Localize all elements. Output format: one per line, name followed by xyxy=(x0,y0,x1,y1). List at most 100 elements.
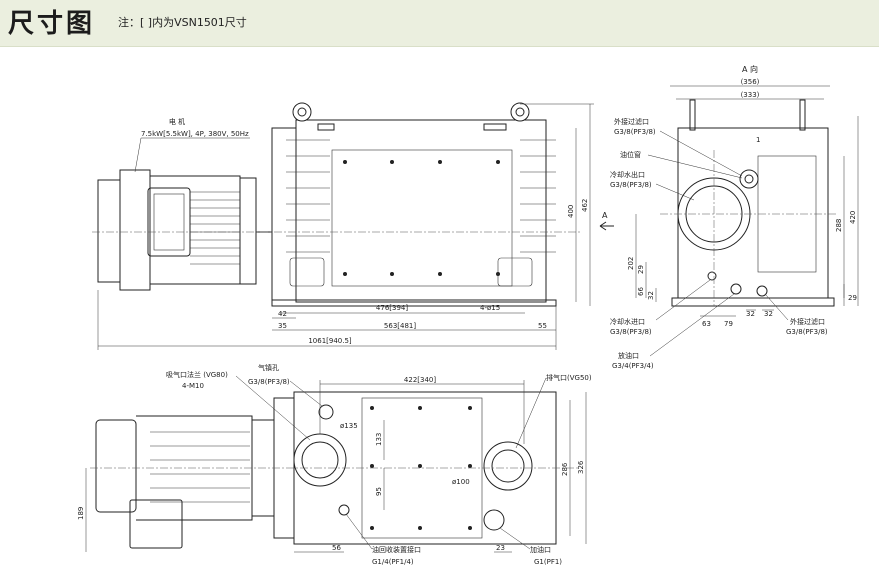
top-cover-bolts xyxy=(370,406,472,530)
oil-level-window xyxy=(739,169,759,189)
drain-leader xyxy=(649,293,735,357)
drain-label: 放油口 xyxy=(618,351,639,360)
pump-base xyxy=(271,299,557,307)
top-motor-fan-cover xyxy=(95,419,137,513)
terminal-box xyxy=(147,187,191,257)
pump-end-cover xyxy=(271,127,297,301)
exhaust-flange xyxy=(483,441,533,491)
cover-bolts xyxy=(343,160,500,276)
left-lifting-eye-hole xyxy=(297,107,307,117)
dim-333: (333) xyxy=(741,91,760,99)
dim-29b: 29 xyxy=(848,294,857,302)
oil-fill-cap xyxy=(483,509,505,531)
dimension-note: 注：[ ]内为VSN1501尺寸 xyxy=(118,16,247,29)
side-view-title: A 向 xyxy=(742,64,758,74)
dim-288: 288 xyxy=(835,219,843,232)
oil-return-port xyxy=(338,504,350,516)
ballast-spec: G3/8(PF3/8) xyxy=(248,378,290,386)
motor-label: 电 机 xyxy=(169,117,185,126)
right-lifting-eye xyxy=(510,102,530,122)
dim-32c: 32 xyxy=(764,310,773,318)
cool-in-label: 冷却水进口 xyxy=(610,317,645,326)
dim-462: 462 xyxy=(581,199,589,212)
right-inspection-window xyxy=(497,257,533,287)
pump-body xyxy=(295,119,547,303)
top-motor-fins xyxy=(150,431,250,503)
dim-63: 63 xyxy=(702,320,711,328)
top-fitting-right xyxy=(483,123,507,131)
dim-1061: 1061[940.5] xyxy=(308,337,352,345)
oil-fill-spec: G1(PF1) xyxy=(534,558,562,566)
dim-42: 42 xyxy=(278,310,287,318)
dim-79: 79 xyxy=(724,320,733,328)
intake-flange-label: 吸气口法兰 (VG80) xyxy=(166,370,228,379)
dim-55: 55 xyxy=(538,322,547,330)
left-inspection-window xyxy=(289,257,325,287)
dim-420: 420 xyxy=(849,211,857,224)
top-fitting-left xyxy=(317,123,335,131)
top-terminal-box xyxy=(129,499,183,549)
dim-35: 35 xyxy=(278,322,287,330)
dim-133: 133 xyxy=(375,433,383,446)
dim-23: 23 xyxy=(496,544,505,552)
ballast-leader xyxy=(289,380,323,407)
motor-fins xyxy=(190,191,240,265)
ballast-label: 气镇孔 xyxy=(258,363,279,372)
dim-32a: 32 xyxy=(647,291,655,300)
motor-end-shield xyxy=(119,169,151,291)
front-view: 476[394] 4-ø15 42 35 563[481] 55 1061[94… xyxy=(92,102,614,350)
dim-356: (356) xyxy=(741,78,760,86)
cooling-inlet-port xyxy=(707,271,717,281)
dim-476: 476[394] xyxy=(376,304,408,312)
side-base xyxy=(671,297,835,307)
motor-fan-cover xyxy=(97,179,121,283)
dim-29a: 29 xyxy=(637,265,645,274)
motor-flange xyxy=(239,177,257,285)
right-lifting-eye-hole xyxy=(515,107,525,117)
oil-window-label: 油位窗 xyxy=(620,150,641,159)
side-lifting-rod-left xyxy=(689,99,696,131)
side-cover-plate xyxy=(331,149,513,287)
dim-95: 95 xyxy=(375,487,383,496)
dim-66: 66 xyxy=(637,287,645,296)
side-lifting-rod-right xyxy=(799,99,806,131)
dim-100: ø100 xyxy=(452,478,470,486)
dim-563: 563[481] xyxy=(384,322,416,330)
filter-outlet-label: 外接过滤口 xyxy=(614,117,649,126)
motor-leader xyxy=(134,137,142,173)
dim-422: 422[340] xyxy=(404,376,436,384)
oil-return-spec: G1/4(PF1/4) xyxy=(372,558,414,566)
filter-outlet-leader xyxy=(659,130,743,177)
exhaust-port xyxy=(491,449,525,483)
oil-level-window-inner xyxy=(744,174,754,184)
dim-1: 1 xyxy=(756,136,760,144)
cool-in-spec: G3/8(PF3/8) xyxy=(610,328,652,336)
filter-outlet-spec: G3/8(PF3/8) xyxy=(614,128,656,136)
intake-port xyxy=(301,441,339,479)
exhaust-label: 排气口(VG50) xyxy=(546,373,592,382)
terminal-box-cover xyxy=(153,193,185,251)
filter-inlet-port xyxy=(756,285,768,297)
dim-189: 189 xyxy=(77,507,85,520)
top-view: 422[340] ø135 133 95 ø100 286 326 189 56… xyxy=(77,363,592,566)
oil-fill-label: 加油口 xyxy=(530,545,551,554)
intake-bolts-label: 4-M10 xyxy=(182,382,204,390)
cool-out-spec: G3/8(PF3/8) xyxy=(610,181,652,189)
filter-in-leader xyxy=(765,294,789,321)
dim-326: 326 xyxy=(577,460,585,474)
dim-202: 202 xyxy=(627,257,635,270)
drain-port xyxy=(730,283,742,295)
side-view: A 向 (356) (333) 外接过滤口 G3/8(PF3/8) 油位窗 冷却… xyxy=(610,64,859,370)
dim-56: 56 xyxy=(332,544,341,552)
dim-400: 400 xyxy=(567,205,575,218)
dim-bolt-holes: 4-ø15 xyxy=(480,304,500,312)
oil-fill-leader xyxy=(499,527,531,550)
filter-in-spec: G3/8(PF3/8) xyxy=(786,328,828,336)
gas-ballast-valve xyxy=(318,404,334,420)
page-title: 尺寸图 xyxy=(8,9,96,39)
header-bar: 尺寸图 注：[ ]内为VSN1501尺寸 xyxy=(0,0,879,47)
dim-32b: 32 xyxy=(746,310,755,318)
drain-spec: G3/4(PF3/4) xyxy=(612,362,654,370)
pump-fins xyxy=(286,139,556,253)
